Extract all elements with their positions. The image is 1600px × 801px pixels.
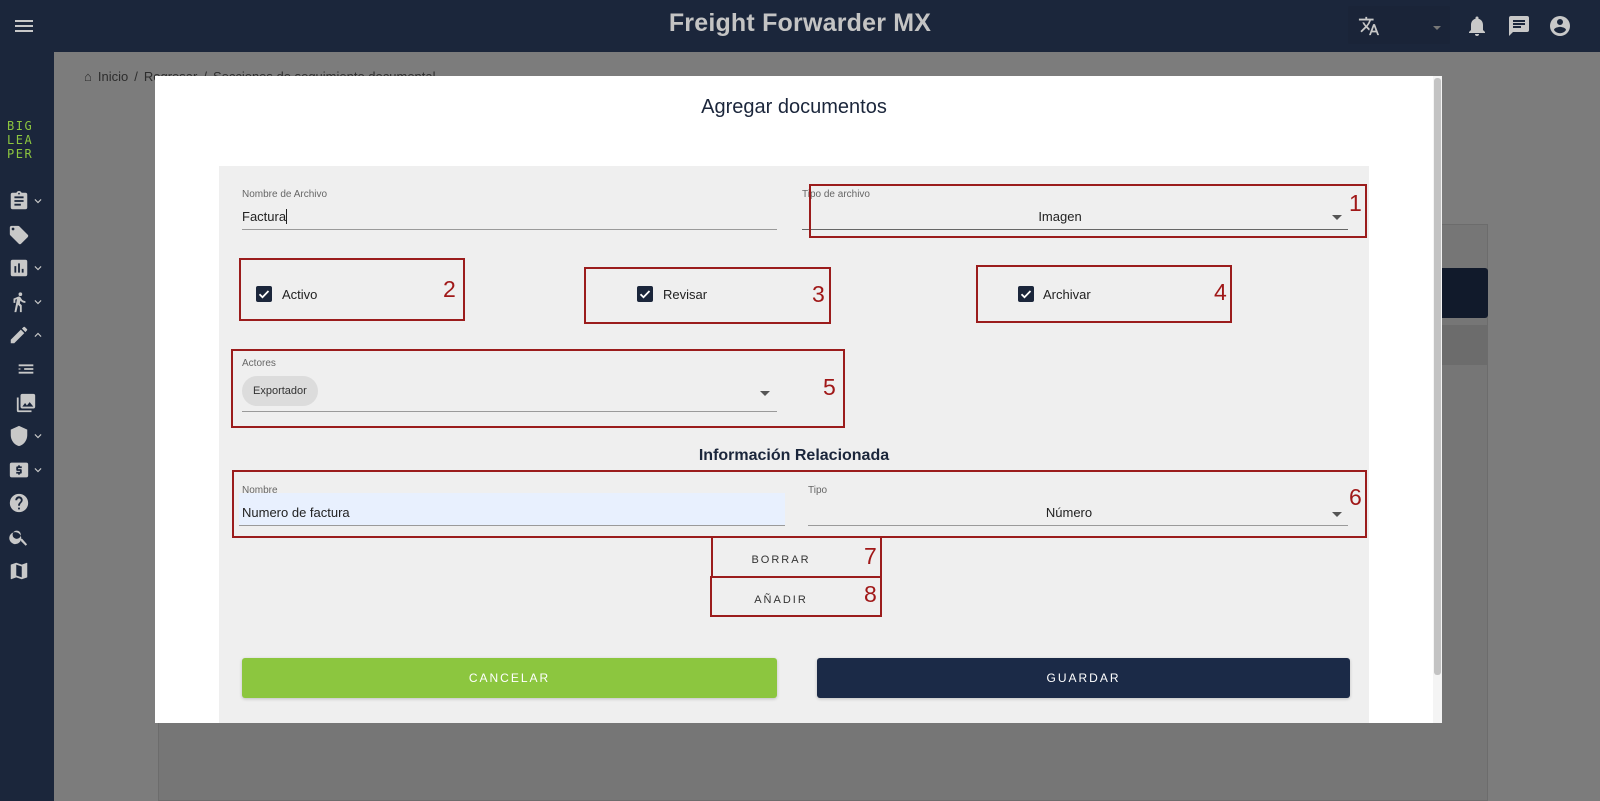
chevron-down-icon[interactable] (1332, 512, 1342, 517)
file-type-select[interactable]: Imagen (1038, 209, 1082, 224)
text-cursor (286, 209, 287, 224)
review-label[interactable]: Revisar (663, 287, 708, 302)
related-name-label: Nombre (242, 485, 278, 496)
related-type-label: Tipo (808, 485, 828, 496)
scrollbar-thumb[interactable] (1434, 78, 1441, 675)
chevron-down-icon (34, 300, 42, 305)
annotation-box-1 (809, 184, 1367, 238)
list-icon (18, 364, 34, 374)
settings-pen-icon (10, 326, 28, 344)
archive-checkbox[interactable] (1018, 286, 1034, 302)
active-checkbox[interactable] (256, 286, 272, 302)
sidebar: BIG LEA PER (0, 52, 54, 801)
language-select[interactable] (1348, 6, 1450, 44)
chevron-down-icon[interactable] (1332, 215, 1342, 220)
related-type-underline (808, 525, 1348, 526)
annotation-box-8 (710, 576, 882, 617)
active-label[interactable]: Activo (282, 287, 318, 302)
gallery-icon (16, 393, 36, 413)
top-app-bar: Freight Forwarder MX (0, 0, 1600, 52)
money-icon (9, 462, 29, 478)
file-name-underline (242, 229, 777, 230)
sidebar-item-tags[interactable] (8, 222, 48, 248)
file-name-input[interactable]: Factura (242, 209, 287, 224)
sidebar-item-billing[interactable] (8, 457, 48, 483)
account-icon[interactable] (1548, 14, 1572, 38)
file-name-label: Nombre de Archivo (242, 189, 328, 200)
bell-icon[interactable] (1465, 14, 1489, 38)
dialog-title: Agregar documentos (701, 96, 887, 118)
sidebar-item-list[interactable] (8, 356, 48, 382)
annotation-box-2 (239, 258, 465, 321)
file-type-underline (802, 229, 1348, 230)
sidebar-item-documents[interactable] (8, 188, 48, 214)
clipboard-icon (10, 190, 28, 210)
check-icon (258, 290, 270, 299)
related-name-underline (239, 525, 785, 526)
annotation-label-3: 3 (812, 281, 825, 307)
sidebar-item-help[interactable] (8, 490, 48, 516)
annotation-box-3 (584, 267, 831, 324)
sidebar-item-tracking[interactable] (8, 289, 48, 315)
sidebar-item-settings[interactable] (8, 322, 48, 348)
annotation-label-5: 5 (823, 374, 836, 400)
annotation-label-8: 8 (864, 581, 877, 607)
review-checkbox[interactable] (637, 286, 653, 302)
dialog-scrollbar[interactable] (1433, 76, 1442, 723)
save-button[interactable]: GUARDAR (817, 658, 1350, 698)
chevron-down-icon (1432, 20, 1442, 38)
breadcrumb-home[interactable]: Inicio (97, 69, 129, 84)
chevron-down-icon (34, 468, 42, 473)
shield-icon (10, 425, 28, 447)
search-icon (9, 530, 28, 546)
chat-icon[interactable] (1507, 14, 1531, 38)
annotation-label-1: 1 (1349, 190, 1362, 216)
cancel-button[interactable]: CANCELAR (242, 658, 777, 698)
actor-chip[interactable]: Exportador (242, 376, 318, 406)
annotation-label-2: 2 (443, 276, 456, 302)
related-info-title: Información Relacionada (698, 447, 890, 464)
walking-icon (13, 292, 26, 313)
sidebar-item-gallery[interactable] (8, 390, 48, 416)
sidebar-item-map[interactable] (8, 558, 48, 584)
annotation-box-6 (232, 470, 1367, 538)
annotation-label-6: 6 (1349, 484, 1362, 510)
chevron-down-icon (34, 434, 42, 439)
map-icon (10, 562, 28, 580)
annotation-label-4: 4 (1214, 279, 1227, 305)
sidebar-item-security[interactable] (8, 423, 48, 449)
annotation-box-7 (711, 536, 882, 578)
chevron-down-icon (34, 266, 42, 271)
actors-label: Actores (242, 358, 276, 369)
related-name-highlight (239, 493, 785, 525)
annotation-box-4 (976, 265, 1232, 323)
file-type-label: Tipo de archivo (802, 189, 870, 200)
annotation-label-7: 7 (864, 543, 877, 569)
chevron-down-icon (34, 199, 42, 204)
sidebar-item-search[interactable] (8, 524, 48, 550)
home-icon: ⌂ (84, 69, 92, 84)
related-name-input[interactable]: Numero de factura (242, 505, 350, 520)
actors-underline (242, 411, 777, 412)
menu-icon[interactable] (12, 14, 36, 38)
tag-icon (9, 225, 29, 245)
document-form: Nombre de Archivo Factura Tipo de archiv… (219, 166, 1369, 723)
translate-icon (1358, 15, 1380, 42)
chevron-up-icon (34, 332, 42, 337)
check-icon (639, 290, 651, 299)
chart-icon (10, 259, 28, 277)
annotation-box-5 (231, 349, 845, 428)
archive-label[interactable]: Archivar (1043, 287, 1091, 302)
related-type-select[interactable]: Número (1045, 505, 1093, 520)
sidebar-item-reports[interactable] (8, 255, 48, 281)
help-icon (9, 493, 29, 513)
check-icon (1020, 290, 1032, 299)
brand-logo: BIG LEA PER (7, 119, 34, 161)
app-title: Freight Forwarder MX (668, 9, 932, 37)
add-documents-dialog: Agregar documentos Nombre de Archivo Fac… (155, 76, 1442, 723)
delete-button[interactable]: BORRAR (731, 553, 831, 567)
chevron-down-icon[interactable] (760, 391, 770, 396)
add-button[interactable]: AÑADIR (731, 593, 831, 607)
